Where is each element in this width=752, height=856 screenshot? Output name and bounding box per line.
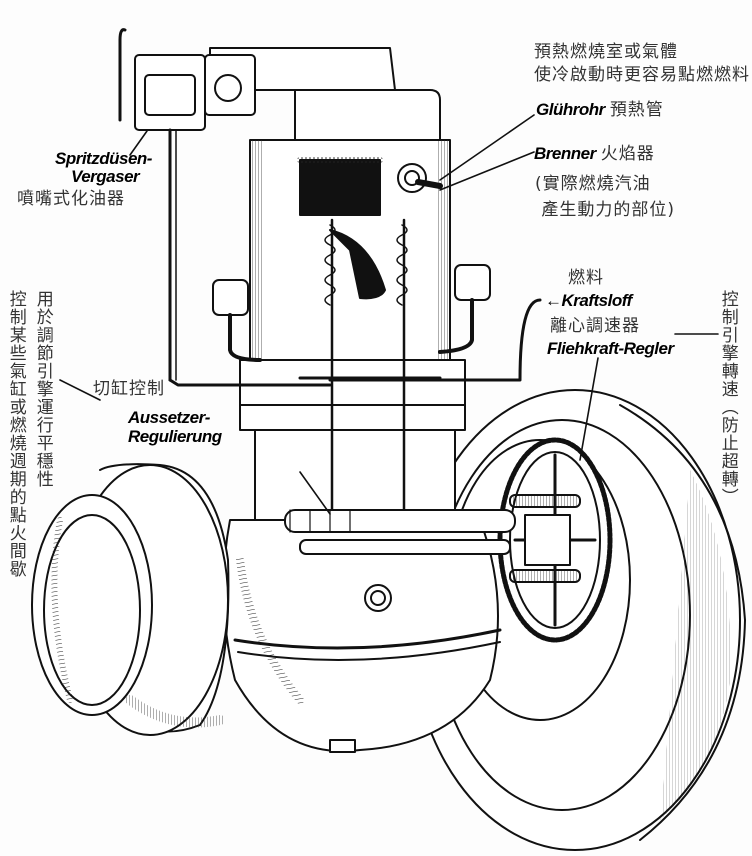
gluhrohr-leader xyxy=(439,114,535,181)
fuel-pipes xyxy=(168,298,542,387)
cylinder-block xyxy=(239,139,466,521)
carburetor xyxy=(118,28,396,382)
governor-leader xyxy=(579,357,599,461)
brenner-label: Brenner 火焰器 xyxy=(534,145,655,163)
brenner-note-line2: 產生動力的部位) xyxy=(535,200,676,220)
preheat-note-line1: 預熱燃燒室或氣體 xyxy=(534,42,678,62)
leader-lines xyxy=(59,114,719,515)
cutoff-de-line2: Regulierung xyxy=(128,427,222,446)
governor-zh: 離心調速器 xyxy=(550,316,640,336)
brenner-zh: 火焰器 xyxy=(600,144,655,164)
governor-gear xyxy=(497,437,613,643)
carburetor-de-line2: Vergaser xyxy=(71,167,140,186)
gluhrohr-de: Glührohr xyxy=(536,100,605,119)
cutoff-zh: 切缸控制 xyxy=(93,379,165,399)
fuel-de: Kraftsloff xyxy=(561,291,633,310)
cylinder-head xyxy=(294,89,443,300)
left-flywheel xyxy=(31,463,230,736)
carburetor-de-line1: Spritzdüsen- xyxy=(55,149,152,168)
brenner-de: Brenner xyxy=(534,144,596,163)
preheat-note-line2: 使冷啟動時更容易點燃燃料 xyxy=(534,65,750,85)
fuel-arrow-icon: ← xyxy=(545,291,562,310)
cutoff-leader xyxy=(299,471,331,515)
governor-note: 控制引擎轉速（防止超轉） xyxy=(717,290,738,506)
governor-de: Fliehkraft-Regler xyxy=(547,339,674,358)
cutoff-de-line1: Aussetzer- xyxy=(128,408,210,427)
oilers xyxy=(212,264,491,362)
cutoff-note-leader xyxy=(59,379,101,401)
brenner-note-line1: (實際燃燒汽油 xyxy=(535,174,651,194)
cutoff-note-col1: 用於調節引擎運行平穩性 xyxy=(32,290,53,488)
valve-gear xyxy=(324,218,408,522)
fuel-label: ←Kraftsloff xyxy=(545,292,632,309)
crankcase xyxy=(222,519,502,753)
fuel-zh: 燃料 xyxy=(568,268,604,288)
carburetor-zh: 噴嘴式化油器 xyxy=(17,189,125,209)
brenner-leader xyxy=(439,151,535,191)
gluhrohr-zh: 預熱管 xyxy=(609,100,664,120)
carburetor-leader xyxy=(129,130,148,156)
gluhrohr-label: Glührohr 預熱管 xyxy=(536,101,664,119)
cutoff-note-col2: 控制某些氣缸或燃燒週期的點火間歇 xyxy=(5,290,26,578)
cutoff-regulator xyxy=(284,509,516,555)
